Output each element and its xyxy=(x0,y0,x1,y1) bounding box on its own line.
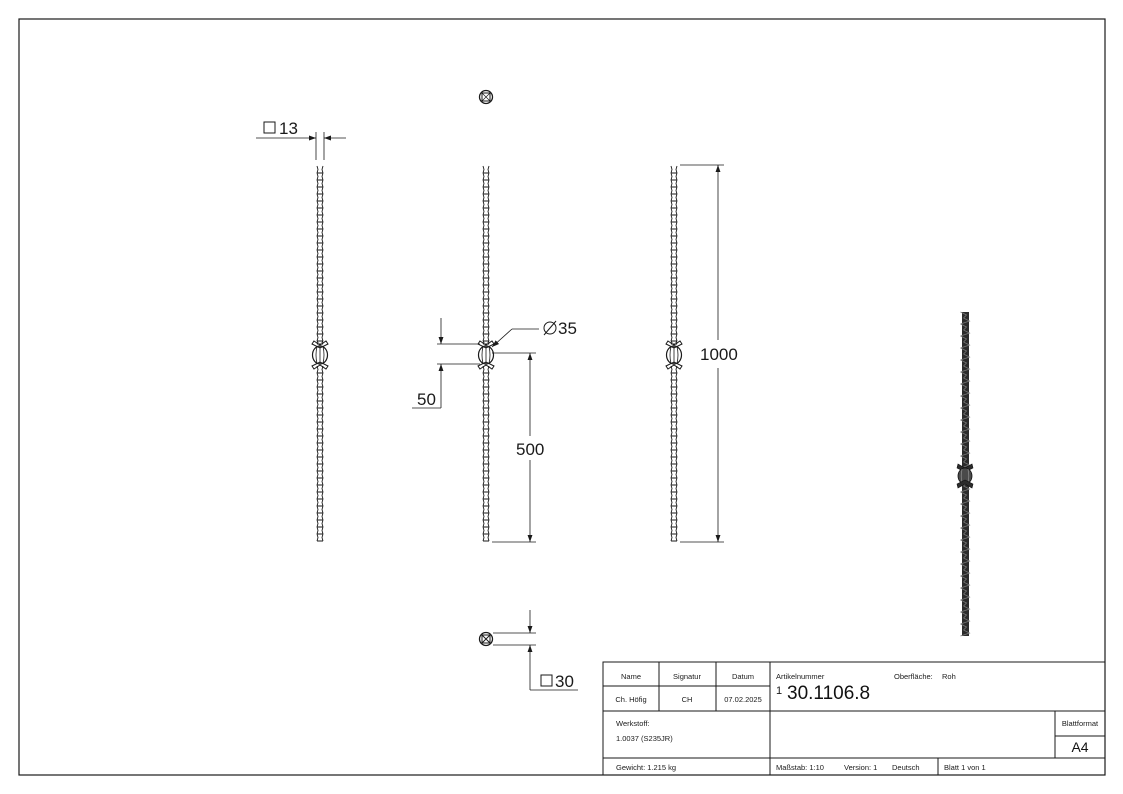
format-value: A4 xyxy=(1071,739,1088,755)
ornament-ball xyxy=(665,340,683,370)
scale: Maßstab: 1:10 xyxy=(776,763,824,772)
dim-ball-offset: 50 xyxy=(417,390,436,409)
format-label: Blattformat xyxy=(1062,719,1099,728)
dim-ball-height: 500 xyxy=(516,440,544,459)
ornament-ball xyxy=(477,340,495,370)
ornament-ball xyxy=(311,340,329,370)
title-block xyxy=(602,661,1106,776)
drawing-date: 07.02.2025 xyxy=(724,695,762,704)
material-value: 1.0037 (S235JR) xyxy=(616,734,673,743)
header-signature: Signatur xyxy=(673,672,701,681)
bottom-view-symbol xyxy=(478,631,494,647)
revision-index: 1 xyxy=(776,685,782,697)
side-view-left: 13 xyxy=(256,119,346,542)
front-view-center: 35 50 500 30 xyxy=(412,89,578,691)
isometric-view xyxy=(956,311,974,637)
dim-bar-square: 13 xyxy=(279,119,298,138)
twisted-bar-upper xyxy=(316,165,324,345)
drawer-signature: CH xyxy=(682,695,693,704)
dim-ball-diameter: 35 xyxy=(558,319,577,338)
dim-base-square: 30 xyxy=(555,672,574,691)
twisted-bar-lower xyxy=(482,365,490,542)
surface-label: Oberfläche: xyxy=(894,672,933,681)
sheet-number: Blatt 1 von 1 xyxy=(944,763,986,772)
twisted-bar-upper xyxy=(482,165,490,345)
article-label: Artikelnummer xyxy=(776,672,825,681)
top-view-symbol xyxy=(478,89,494,105)
twisted-bar-lower xyxy=(316,365,324,542)
weight: Gewicht: 1.215 kg xyxy=(616,763,676,772)
drawing-frame xyxy=(18,18,1106,776)
header-date: Datum xyxy=(732,672,754,681)
twisted-bar-lower xyxy=(670,365,678,542)
diameter-symbol-icon xyxy=(543,320,557,336)
header-name: Name xyxy=(621,672,641,681)
square-symbol-icon xyxy=(263,121,276,134)
material-label: Werkstoff: xyxy=(616,719,649,728)
twisted-bar-upper xyxy=(670,165,678,345)
version: Version: 1 xyxy=(844,763,877,772)
surface-value: Roh xyxy=(942,672,956,681)
square-symbol-icon xyxy=(540,674,553,687)
language: Deutsch xyxy=(892,763,920,772)
drawer-name: Ch. Höfig xyxy=(615,695,646,704)
side-view-right: 1000 xyxy=(665,164,738,543)
ornament-ball-iso xyxy=(956,463,974,489)
article-number: 30.1106.8 xyxy=(787,683,870,704)
dim-total-length: 1000 xyxy=(700,345,738,364)
